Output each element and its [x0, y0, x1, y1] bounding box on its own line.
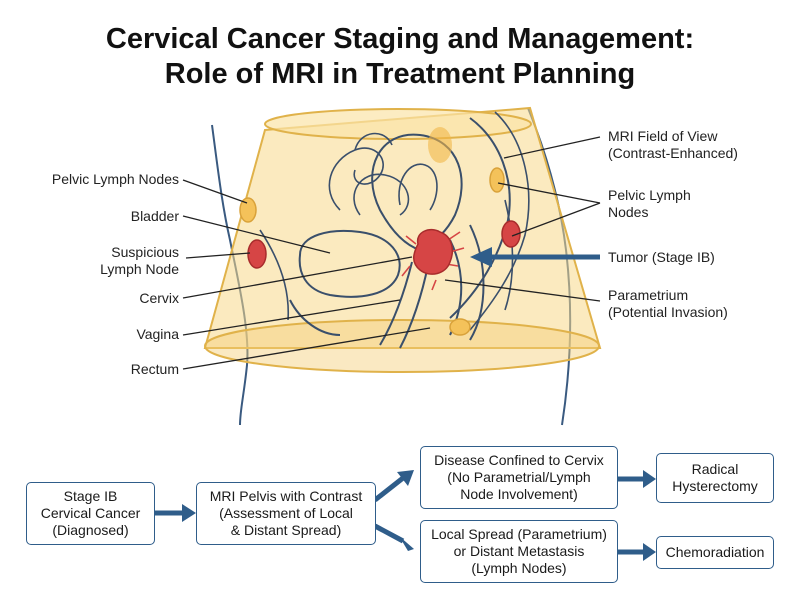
label-pelvic-lymph-nodes-right: Pelvic Lymph Nodes	[608, 187, 691, 221]
box-line: or Distant Metastasis	[453, 543, 585, 559]
label-cervix: Cervix	[139, 290, 179, 307]
pelvic-lymph-node-right-2	[501, 220, 521, 248]
label-text: Cervix	[139, 290, 179, 306]
flow-box-stage-ib: Stage IB Cervical Cancer (Diagnosed)	[26, 482, 155, 545]
label-text: Rectum	[130, 361, 179, 377]
label-tumor: Tumor (Stage IB)	[608, 249, 715, 266]
box-line: Chemoradiation	[665, 544, 765, 560]
label-pelvic-lymph-nodes: Pelvic Lymph Nodes	[52, 171, 179, 188]
intestine-loops	[328, 147, 384, 211]
label-rectum: Rectum	[131, 361, 179, 378]
box-line: Hysterectomy	[672, 478, 758, 494]
label-vagina: Vagina	[136, 326, 179, 343]
sacrum	[449, 117, 511, 319]
tumor-shape	[413, 228, 453, 275]
page-title: Cervical Cancer Staging and Management: …	[0, 22, 800, 92]
label-text: Tumor (Stage IB)	[608, 249, 715, 265]
box-line: & Distant Spread)	[230, 522, 342, 538]
label-parametrium: Parametrium (Potential Invasion)	[608, 287, 728, 321]
label-text: (Contrast-Enhanced)	[608, 145, 738, 161]
box-line: Node Involvement)	[460, 486, 578, 502]
label-text: Bladder	[130, 208, 179, 224]
label-mri-field-of-view: MRI Field of View (Contrast-Enhanced)	[608, 128, 738, 162]
box-line: Radical	[691, 461, 739, 477]
bladder	[298, 229, 401, 298]
leader-lines	[182, 136, 601, 370]
flow-box-disease-confined: Disease Confined to Cervix (No Parametri…	[420, 446, 618, 509]
tumor-pointer-arrow	[470, 247, 600, 267]
label-text: Vagina	[136, 326, 179, 342]
label-text: Parametrium	[608, 287, 689, 303]
box-line: Disease Confined to Cervix	[434, 452, 604, 468]
box-line: Stage IB	[63, 488, 118, 504]
uterus	[371, 133, 463, 252]
label-bladder: Bladder	[131, 208, 179, 225]
pelvic-lymph-node-left	[239, 197, 257, 223]
title-line-2: Role of MRI in Treatment Planning	[164, 58, 636, 90]
pelvic-organs	[259, 111, 530, 349]
pelvic-lymph-node-right-1	[489, 167, 505, 193]
box-line: MRI Pelvis with Contrast	[209, 488, 363, 504]
label-text: Pelvic Lymph Nodes	[51, 171, 179, 187]
suspicious-lymph-node-shape	[247, 239, 267, 269]
pubic-bone	[289, 299, 341, 336]
vagina	[379, 261, 413, 346]
flow-box-local-spread: Local Spread (Parametrium) or Distant Me…	[420, 520, 618, 583]
label-text: Suspicious	[111, 244, 179, 260]
box-line: Cervical Cancer	[40, 505, 141, 521]
label-suspicious-lymph-node: Suspicious Lymph Node	[100, 244, 179, 278]
box-line: (No Parametrial/Lymph	[447, 469, 591, 485]
box-line: (Lymph Nodes)	[471, 560, 567, 576]
flow-arrows	[155, 470, 656, 561]
label-text: Pelvic Lymph	[608, 187, 691, 203]
box-line: (Diagnosed)	[52, 522, 129, 538]
title-line-1: Cervical Cancer Staging and Management:	[105, 23, 695, 55]
box-line: (Assessment of Local	[219, 505, 353, 521]
flow-box-mri-pelvis: MRI Pelvis with Contrast (Assessment of …	[196, 482, 376, 545]
label-text: Lymph Node	[100, 261, 179, 277]
box-line: Local Spread (Parametrium)	[431, 526, 607, 542]
label-text: MRI Field of View	[608, 128, 718, 144]
flow-box-chemoradiation: Chemoradiation	[656, 536, 774, 569]
label-text: Nodes	[608, 204, 649, 220]
label-text: (Potential Invasion)	[608, 304, 728, 320]
flow-box-radical-hysterectomy: Radical Hysterectomy	[656, 453, 774, 503]
